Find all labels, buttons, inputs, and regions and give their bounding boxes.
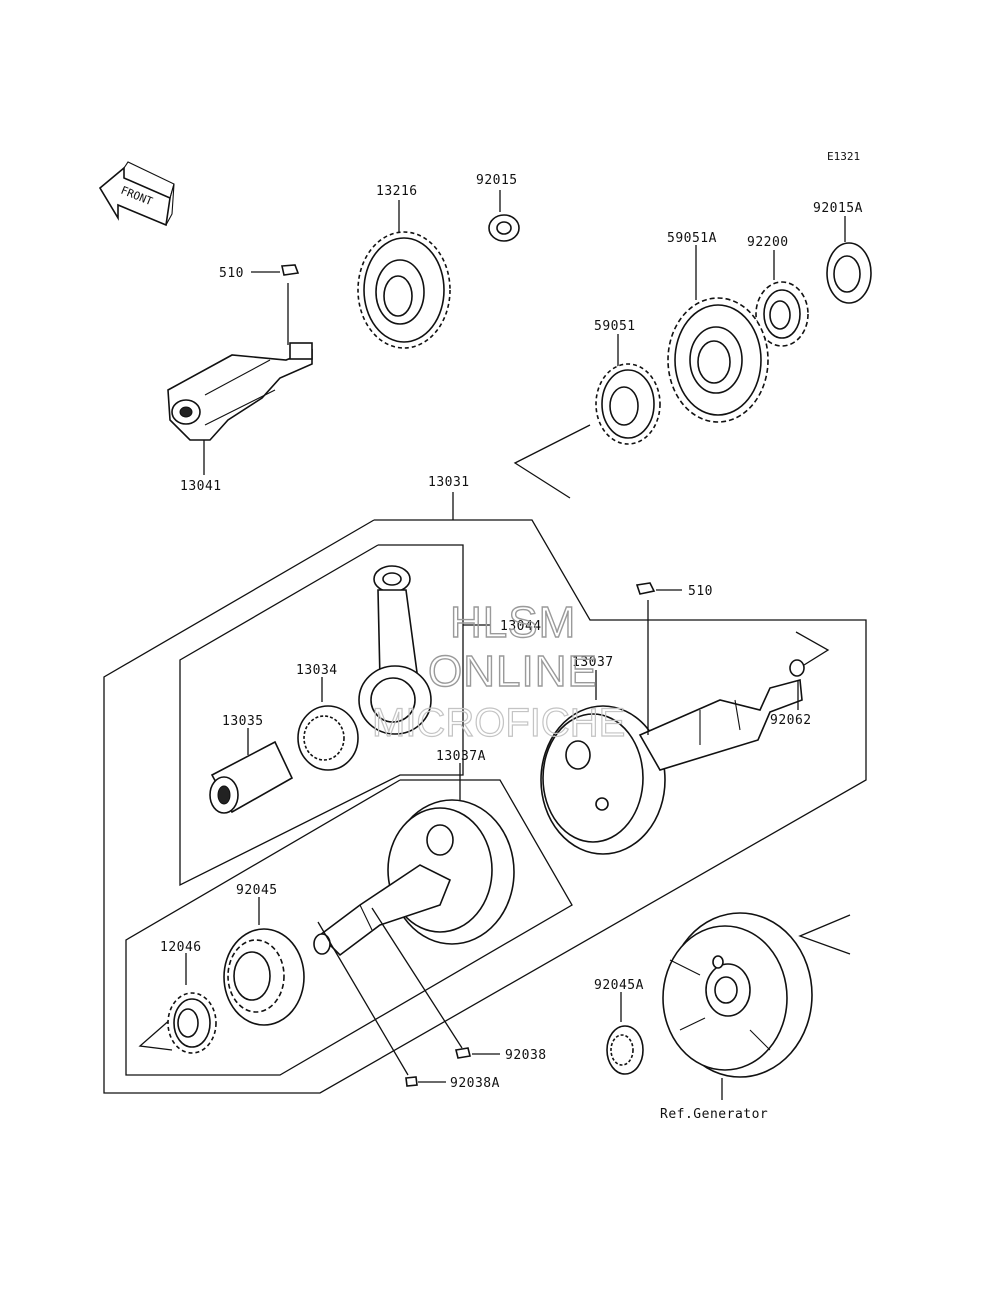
- gear-13216-icon: [357, 200, 451, 349]
- part-label-13044: 13044: [500, 619, 542, 634]
- part-label-92038a: 92038A: [450, 1076, 500, 1091]
- part-label-13041: 13041: [180, 479, 222, 494]
- sprocket-12046-icon: [138, 953, 217, 1054]
- part-label-92038: 92038: [505, 1048, 547, 1063]
- part-label-12046: 12046: [160, 940, 202, 955]
- ref-generator-label: Ref.Generator: [660, 1107, 768, 1122]
- crank-pin-13035-icon: [209, 728, 294, 814]
- connecting-rod-13044-icon: [358, 565, 490, 735]
- part-label-510-top: 510: [219, 266, 244, 281]
- part-label-510-right: 510: [688, 584, 713, 599]
- washer-92200-icon: [755, 250, 809, 347]
- watermark: HLSM ONLINE MICROFICHE: [371, 597, 626, 745]
- watermark-line-2: ONLINE: [428, 647, 598, 696]
- needle-bearing-13034-icon: [297, 677, 359, 771]
- bearing-92045a-icon: [606, 992, 644, 1075]
- nut-92015-icon: [488, 190, 520, 242]
- part-label-13216: 13216: [376, 184, 418, 199]
- key-510-right-icon: [635, 582, 682, 735]
- gear-59051a-icon: [667, 245, 769, 423]
- part-label-13035: 13035: [222, 714, 264, 729]
- part-label-13034: 13034: [296, 663, 338, 678]
- part-label-13037: 13037: [572, 655, 614, 670]
- nut-92015a-icon: [826, 216, 872, 304]
- part-label-92045: 92045: [236, 883, 278, 898]
- key-510-top-icon: [251, 264, 300, 276]
- balancer-shaft-13041-icon: [167, 283, 313, 475]
- watermark-line-3: MICROFICHE: [372, 701, 625, 745]
- part-label-92015: 92015: [476, 173, 518, 188]
- front-arrow-icon: FRONT: [98, 161, 175, 227]
- part-label-59051: 59051: [594, 319, 636, 334]
- nut-92062-icon: [789, 631, 830, 710]
- key-92038-icon: [371, 907, 500, 1059]
- part-label-13037a: 13037A: [436, 749, 486, 764]
- part-label-59051a: 59051A: [667, 231, 717, 246]
- crank-half-13037a-icon: [313, 763, 515, 957]
- watermark-line-1: HLSM: [450, 598, 576, 647]
- key-92038a-icon: [317, 921, 446, 1087]
- part-label-92045a: 92045A: [594, 978, 644, 993]
- generator-rotor-icon: [662, 912, 851, 1100]
- part-label-92015a: 92015A: [813, 201, 863, 216]
- part-label-92062: 92062: [770, 713, 812, 728]
- gear-59051-icon: [595, 334, 661, 445]
- part-label-13031: 13031: [428, 475, 470, 490]
- part-label-92200: 92200: [747, 235, 789, 250]
- diagram-code: E1321: [827, 150, 860, 163]
- crank-half-13037-icon: [540, 670, 803, 855]
- bearing-92045-icon: [223, 897, 305, 1026]
